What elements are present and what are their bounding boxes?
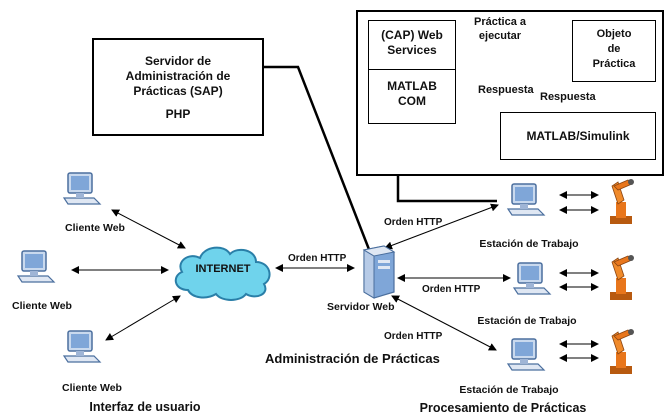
practica-line2: ejecutar xyxy=(478,30,522,42)
objeto-line2: de xyxy=(607,43,621,55)
server-tower-icon xyxy=(362,245,396,299)
orden-http-station2-label: Orden HTTP xyxy=(422,284,481,295)
workstation-pc-icon xyxy=(506,338,546,371)
client-pc-icon xyxy=(62,330,102,363)
server-station3-arrow xyxy=(391,295,497,351)
procesamiento-practicas-label: Procesamiento de Prácticas xyxy=(419,401,587,415)
orden-http-internet-label: Orden HTTP xyxy=(288,253,347,264)
objeto-practica-box: Objeto de Práctica xyxy=(572,20,656,82)
objeto-line3: Práctica xyxy=(592,58,636,70)
sap-server-link xyxy=(262,65,372,253)
client-web-label-1: Cliente Web xyxy=(65,222,125,234)
web-services-line2: Services xyxy=(387,43,437,57)
matlab-com-line1: MATLAB xyxy=(387,79,437,93)
administracion-practicas-label: Administración de Prácticas xyxy=(265,351,440,366)
server-station1-arrow xyxy=(384,203,499,250)
client-pc-icon xyxy=(62,172,102,205)
station-label-1: Estación de Trabajo xyxy=(479,238,579,250)
matlab-simulink-box: MATLAB/Simulink xyxy=(500,112,656,160)
sap-line1: Servidor de xyxy=(144,54,212,68)
web-services-line1: (CAP) Web xyxy=(381,28,443,42)
respuesta-right-label: Respuesta xyxy=(540,91,596,103)
practica-line1: Práctica a xyxy=(474,16,526,28)
station-label-2: Estación de Trabajo xyxy=(477,315,577,327)
workstation-pc-icon xyxy=(506,183,546,216)
cap-web-services-box: (CAP) Web Services MATLAB COM xyxy=(368,20,456,124)
client-web-label-2: Cliente Web xyxy=(12,300,72,312)
client-web-label-3: Cliente Web xyxy=(62,382,122,394)
sap-server-box: Servidor de Administración de Prácticas … xyxy=(92,38,264,136)
cap-station-link xyxy=(396,176,497,203)
internet-label: INTERNET xyxy=(195,263,251,275)
robot-arm-icon xyxy=(610,255,634,300)
respuesta-left-label: Respuesta xyxy=(478,84,534,96)
client3-internet-arrow xyxy=(105,295,181,341)
sap-line2: Administración de xyxy=(125,69,231,83)
robot-arm-icon xyxy=(610,329,634,374)
sap-line3: Prácticas (SAP) xyxy=(133,84,223,98)
matlab-simulink-label: MATLAB/Simulink xyxy=(526,129,630,143)
objeto-line1: Objeto xyxy=(596,28,632,40)
servidor-web-label: Servidor Web xyxy=(327,301,395,313)
internet-cloud-icon xyxy=(174,246,271,301)
robot-arm-icon xyxy=(610,179,634,224)
client1-internet-arrow xyxy=(111,209,186,249)
client-pc-icon xyxy=(16,250,56,283)
orden-http-station1-label: Orden HTTP xyxy=(384,217,443,228)
sap-tech: PHP xyxy=(165,107,191,121)
workstation-pc-icon xyxy=(512,262,552,295)
orden-http-station3-label: Orden HTTP xyxy=(384,331,443,342)
matlab-com-line2: COM xyxy=(398,94,426,108)
station-label-3: Estación de Trabajo xyxy=(459,384,559,396)
interfaz-usuario-label: Interfaz de usuario xyxy=(89,400,201,414)
